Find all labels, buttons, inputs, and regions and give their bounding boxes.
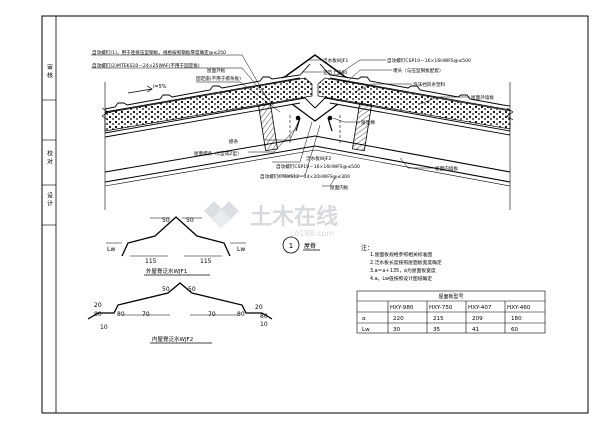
watermark-en: co188.com xyxy=(290,229,334,238)
side-block: 审核 校对 设计 xyxy=(46,63,53,208)
callout-top-2: 铝箔上泛80 xyxy=(323,69,347,76)
ridge-section xyxy=(101,54,514,210)
insulation-layer-left xyxy=(104,77,313,132)
wjf1-dim-3: 115 xyxy=(145,258,157,265)
slope-indicator xyxy=(127,85,153,94)
callout-right-3: 泡沫挡风条塑料 xyxy=(413,81,446,88)
ridge-flashing-wjf1 xyxy=(285,54,345,77)
wjf1-dim-lw-right: Lw xyxy=(237,246,245,253)
callout-mid-4: 自攻螺钉CTEKS12－14×20HWFS@≤300 xyxy=(260,173,350,180)
inner-roof-sheet-right xyxy=(314,97,511,132)
table-row-1-c1: 220 xyxy=(393,316,404,322)
spec-table xyxy=(356,290,546,334)
table-title: 屋面板型号 xyxy=(438,293,463,300)
callout-mid-5: 屋面内板 xyxy=(330,184,349,191)
watermark: 土木在线 co188.com xyxy=(204,201,338,238)
wjf2-dim-9: 70 xyxy=(142,311,150,318)
inner-ridge-flashing-wjf2 xyxy=(291,103,339,122)
callouts: 自攻螺钉(1)，用于连接压型钢板，规格按照钢板厚度确定@≤250 自攻螺钉(2)… xyxy=(92,49,494,191)
purlin-right xyxy=(352,102,372,152)
wjf2-dim-6: 80 xyxy=(117,311,125,318)
detail-wjf2 xyxy=(87,282,273,320)
table-row-1-label: α xyxy=(362,316,366,322)
wjf1-dim-4: 115 xyxy=(200,258,212,265)
callout-mid-1: 保温棉 xyxy=(361,119,375,126)
callout-right-2: 堵头（与压型钢板配套） xyxy=(393,67,444,74)
leader-lines xyxy=(91,54,470,187)
sheet-frame xyxy=(41,15,589,414)
callout-purlin: 檩条 xyxy=(229,138,239,145)
wjf2-dim-2: 50 xyxy=(188,286,196,293)
notes-head: 注： xyxy=(361,244,373,252)
purlin-left xyxy=(258,102,278,152)
wjf2-dim-12: 10 xyxy=(260,321,268,328)
detail-wjf1-dims: 50 50 Lw Lw 115 115 xyxy=(107,217,245,265)
table-header-3: HXY-407 xyxy=(468,305,492,311)
notes: 注： 1.屋面板规格参照相关标准图 2.泛水板长度按照屋面板宽度确定 3.a＝a… xyxy=(361,244,442,282)
callout-mid-3: 自攻螺钉CSP10－16×16HWFS@≤500 xyxy=(276,163,360,170)
note-1: 1.屋面板规格参照相关标准图 xyxy=(370,251,432,258)
callout-lower-left: 屋面檩条（C型或Z型） xyxy=(194,150,242,157)
watermark-cn: 土木在线 xyxy=(250,204,338,230)
note-2: 2.泛水板长度按照屋面板宽度确定 xyxy=(370,259,442,266)
wjf2-dim-7: 80 xyxy=(237,311,245,318)
table-row-2-label: Lw xyxy=(362,327,370,333)
wjf2-dim-8: 80 xyxy=(260,313,268,320)
table-row-2-c3: 41 xyxy=(472,327,480,333)
table-header-4: HXY-460 xyxy=(507,305,531,311)
wjf2-caption: 内屋脊泛水WJF2 xyxy=(152,335,193,343)
rafter-left xyxy=(104,135,511,173)
spec-table-text: 屋面板型号 HXY-980 HXY-750 HXY-407 HXY-460 α … xyxy=(362,293,531,333)
table-row-1-c4: 180 xyxy=(511,316,522,322)
slope-label: i=5% xyxy=(153,84,167,90)
wjf1-profile xyxy=(121,216,231,257)
callout-left-2: 自攻螺钉(2)MTEKS10－24×25WAF(不用于固定板) xyxy=(92,62,200,69)
section-mark: 1 屋脊 xyxy=(282,236,320,254)
wjf2-dim-3: 20 xyxy=(94,302,102,309)
wjf2-dim-5: 80 xyxy=(94,311,102,318)
section-mark-title: 屋脊 xyxy=(304,242,316,250)
wjf2-profile xyxy=(87,282,273,320)
callout-top-1: 泛水板WJF1 xyxy=(323,57,348,64)
table-row-1-c2: 215 xyxy=(433,316,444,322)
wjf2-dim-4: 20 xyxy=(255,304,263,311)
table-header-1: HXY-980 xyxy=(390,305,414,311)
callout-right-1: 自攻螺钉CSP10－16×16HWFS@≤500 xyxy=(387,57,471,64)
rafter-left-bottom xyxy=(104,145,511,183)
wjf2-dim-1: 50 xyxy=(162,286,170,293)
side-block-cell-1: 审核 xyxy=(46,63,53,80)
side-block-cell-2: 校对 xyxy=(46,149,53,166)
table-row-2-c4: 60 xyxy=(511,327,519,333)
table-header-2: HXY-750 xyxy=(429,305,453,311)
wjf1-dim-lw-left: Lw xyxy=(107,246,115,253)
callout-mid-2: 泛水板WJF2 xyxy=(306,155,331,162)
callout-left-3: 固定座(不用于檩条板) xyxy=(196,75,241,82)
wjf2-dim-10: 70 xyxy=(208,311,216,318)
table-row-2-c2: 35 xyxy=(433,327,441,333)
side-block-cell-3: 设计 xyxy=(46,191,53,208)
detail-wjf1 xyxy=(106,216,246,257)
callout-left-1: 自攻螺钉(1)，用于连接压型钢板，规格按照钢板厚度确定@≤250 xyxy=(92,49,226,56)
insulation-layer-right xyxy=(317,77,511,130)
wjf1-dim-1: 50 xyxy=(162,217,170,224)
callout-right-4: 屋面外墙板 xyxy=(471,94,494,101)
wjf2-dim-11: 10 xyxy=(100,324,108,331)
table-row-1-c3: 209 xyxy=(472,316,483,322)
section-mark-number: 1 xyxy=(289,242,293,250)
callout-left-4: 屋面外板 xyxy=(207,67,226,74)
detail-wjf2-dims: 50 50 20 20 80 80 80 80 70 70 10 10 xyxy=(94,286,268,331)
callout-lower-right: 屋面内墙板 xyxy=(435,165,458,172)
note-3: 3.a＝a＋135，a为屋面板宽度 xyxy=(370,267,436,274)
watermark-logo-icon xyxy=(204,201,239,229)
wjf1-caption: 外屋脊泛水WJF1 xyxy=(146,267,187,275)
inner-roof-sheet-left xyxy=(104,97,316,134)
wjf1-dim-2: 50 xyxy=(186,217,194,224)
table-row-2-c1: 30 xyxy=(393,327,401,333)
note-4: 4.a，Lw值按照设计图纸确定 xyxy=(370,275,432,282)
outer-roof-sheet-left xyxy=(104,63,311,110)
